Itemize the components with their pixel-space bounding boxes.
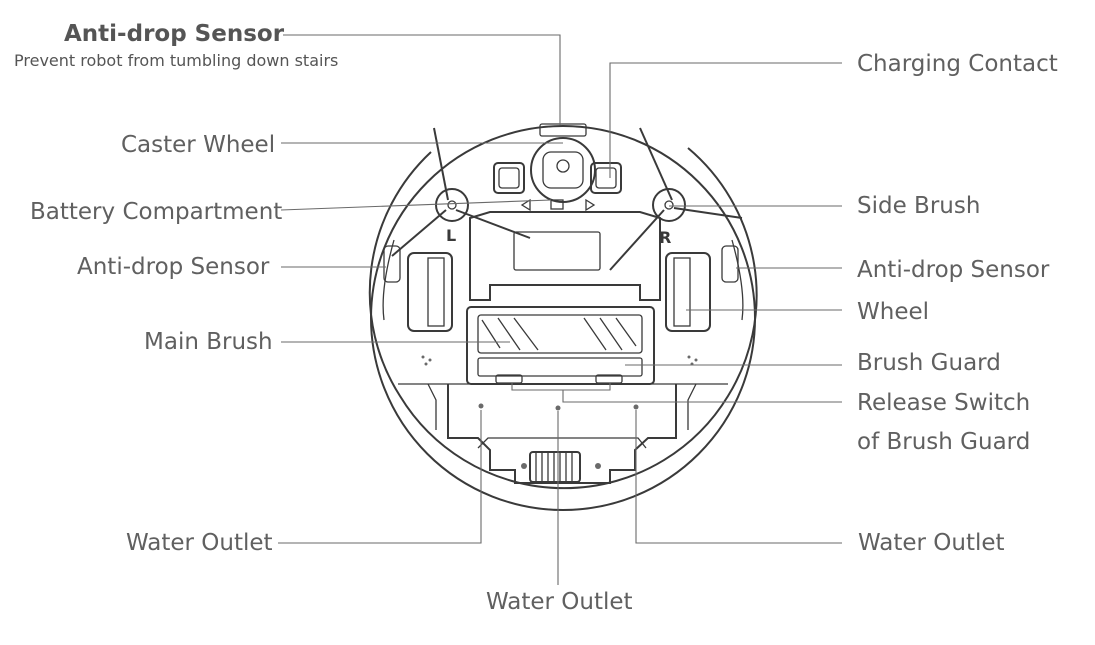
leader-charging-contact: [609, 62, 842, 178]
label-battery-compartment: Battery Compartment: [30, 199, 283, 225]
leader-anti-drop-top: [283, 34, 561, 125]
leader-water-outlet-left: [278, 410, 482, 544]
water-tank-outline: [447, 384, 677, 484]
side-brush-left-hub: [435, 188, 469, 222]
mop-connector: [529, 451, 581, 483]
battery-compartment-outline: [469, 211, 661, 301]
leader-release-switch: [511, 383, 842, 403]
battery-arrow-left: [520, 198, 531, 212]
side-brush-left-center: [447, 200, 457, 210]
charging-contact-right-inner: [595, 167, 617, 189]
side-brush-left-bristle-c: [391, 209, 447, 257]
wheel-left-shape: [407, 252, 453, 332]
label-water-outlet-bottom: Water Outlet: [486, 589, 633, 615]
brush-guard-bottom-bar: [477, 357, 643, 377]
wheel-right-shape: [665, 252, 711, 332]
vent-left-dot: [424, 362, 428, 366]
label-charging-contact: Charging Contact: [857, 51, 1058, 77]
label-release-switch-line2: of Brush Guard: [857, 429, 1031, 455]
anti-drop-right-sensor-shape: [721, 245, 739, 283]
charging-contact-right-shape: [590, 162, 622, 194]
mop-connector-ribs: [535, 452, 573, 482]
label-wheel: Wheel: [857, 299, 930, 325]
water-outlet-left-dot: [478, 403, 484, 409]
main-brush-roller: [477, 314, 643, 354]
marker-left-side: L: [446, 226, 457, 245]
charging-contact-left-inner: [498, 167, 520, 189]
vent-left-dot: [421, 355, 425, 359]
label-water-outlet-right: Water Outlet: [858, 530, 1005, 556]
robot-outer-rim: [370, 125, 756, 511]
leader-battery: [280, 199, 552, 211]
mop-connector-right-pin: [595, 463, 601, 469]
robot-inner-rim-left: [382, 239, 395, 321]
label-brush-guard: Brush Guard: [857, 350, 1001, 376]
side-brush-right-center: [664, 200, 674, 210]
leader-water-outlet-right: [635, 410, 842, 544]
side-brush-right-bristle-c: [609, 209, 665, 271]
side-brush-right-bristle-b: [673, 207, 743, 219]
robot-left-foot: [427, 383, 437, 430]
robot-inner-rim-right: [731, 239, 744, 321]
vent-right-dot: [687, 355, 691, 359]
side-brush-right-bristle-a: [639, 127, 673, 201]
side-brush-right-hub: [652, 188, 686, 222]
vent-left-dot: [428, 358, 432, 362]
water-outlet-right-dot: [633, 404, 639, 410]
battery-window: [513, 231, 601, 271]
caster-wheel-axle: [556, 159, 570, 173]
side-brush-left-bristle-b: [455, 209, 531, 239]
caster-wheel-hub: [542, 151, 584, 189]
battery-arrow-right: [585, 198, 596, 212]
brush-guard-frame: [466, 306, 655, 385]
label-caster-wheel: Caster Wheel: [121, 132, 276, 158]
caster-wheel-ring: [530, 137, 596, 203]
label-anti-drop-sensor-top: Anti-drop Sensor: [64, 21, 285, 47]
release-switch-right: [595, 374, 623, 384]
side-brush-left-bristle-a: [433, 127, 449, 201]
anti-drop-top-sensor-shape: [539, 123, 587, 137]
robot-right-foot: [687, 383, 697, 430]
release-switch-left: [495, 374, 523, 384]
wheel-right-tread: [673, 257, 691, 327]
robot-outer-shell: [368, 147, 758, 490]
battery-lock-icon: [550, 199, 564, 210]
charging-contact-left-shape: [493, 162, 525, 194]
label-release-switch-line1: Release Switch: [857, 390, 1031, 416]
anti-drop-left-sensor-shape: [383, 245, 401, 283]
label-side-brush: Side Brush: [857, 193, 981, 219]
label-main-brush: Main Brush: [144, 329, 273, 355]
main-brush-bristle-pattern: [481, 317, 637, 351]
marker-right-side: R: [659, 228, 672, 247]
label-anti-drop-sensor-right: Anti-drop Sensor: [857, 257, 1050, 283]
vent-right-dot: [694, 358, 698, 362]
label-anti-drop-sensor-top-sub: Prevent robot from tumbling down stairs: [14, 51, 339, 70]
water-tank-inner: [477, 437, 647, 449]
label-water-outlet-left: Water Outlet: [126, 530, 273, 556]
label-anti-drop-sensor-left: Anti-drop Sensor: [77, 254, 270, 280]
water-outlet-center-dot: [555, 405, 561, 411]
mop-connector-left-pin: [521, 463, 527, 469]
wheel-left-tread: [427, 257, 445, 327]
